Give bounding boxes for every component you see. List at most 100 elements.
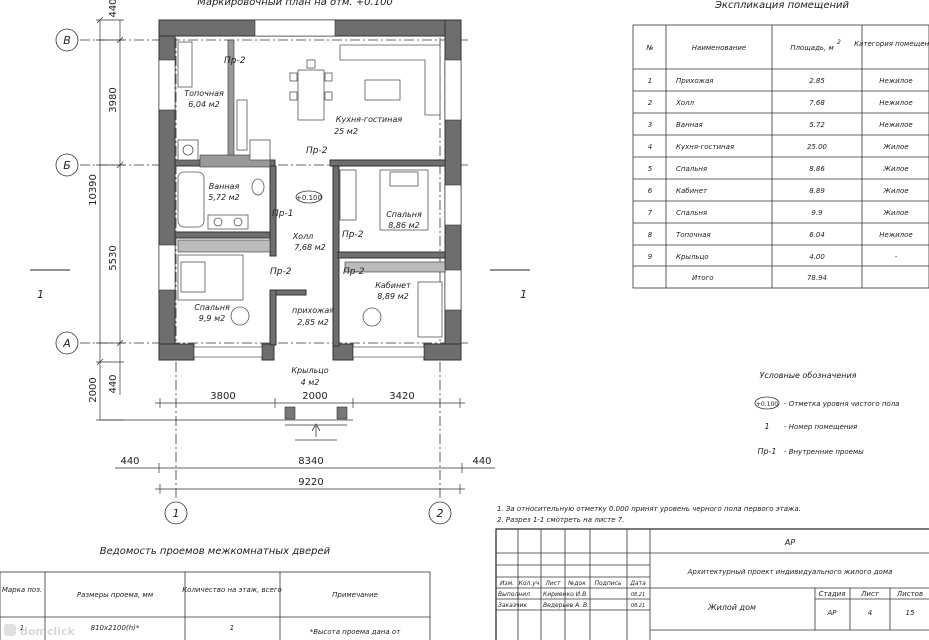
- explication-total-value: 78.94: [807, 274, 827, 282]
- room-name-hall: Холл: [292, 232, 314, 241]
- axis-label-v: В: [63, 34, 71, 47]
- stamp-header-change: Изм.: [500, 580, 514, 587]
- room-area-boiler: 6,04 м2: [188, 100, 219, 109]
- stamp-role-1: Выполнил: [498, 591, 530, 598]
- explication-cell: Кухня-гостиная: [676, 143, 734, 151]
- room-name-boiler: Топочная: [184, 89, 224, 98]
- room-area-entry: 2,85 м2: [297, 318, 328, 327]
- explication-cell: Нежилое: [879, 231, 913, 239]
- stamp-role-2: Заказчик: [498, 602, 527, 609]
- explication-header: Наименование: [692, 44, 746, 52]
- explication-cell: 4.00: [809, 253, 825, 261]
- room-name-kitchen: Кухня-гостиная: [336, 115, 403, 124]
- dim-left-10390: 10390: [88, 174, 99, 206]
- room-area-hall: 7,68 м2: [294, 243, 325, 252]
- dim-left-3980: 3980: [108, 87, 119, 112]
- room-labels: Топочная 6,04 м2 Кухня-гостиная 25 м2 Ва…: [184, 89, 422, 387]
- doors-cell-count: 1: [230, 624, 234, 632]
- doors-cell-size: 810х2100(h)*: [91, 624, 140, 632]
- legend-symbol-opening: Пр-1: [757, 447, 776, 456]
- doors-cell-note: *Высота проема дана от: [310, 628, 401, 636]
- explication-total-label: Итого: [692, 274, 714, 282]
- stamp-date-1: 08.21: [631, 592, 645, 598]
- explication-cell: Ванная: [676, 121, 703, 129]
- legend-symbol-level: +0.100: [756, 401, 778, 408]
- explication-cell: 9: [648, 253, 653, 261]
- dim-left-5530: 5530: [108, 245, 119, 270]
- room-area-bath: 5,72 м2: [208, 193, 239, 202]
- legend-text-opening: - Внутренние проемы: [784, 448, 864, 456]
- explication-table: Экспликация помещений № Наименование Пло…: [632, 0, 929, 289]
- opening-label: Пр-2: [306, 146, 328, 156]
- explication-cell: 7.68: [809, 99, 825, 107]
- explication-cell: Кабинет: [676, 187, 708, 195]
- explication-cell: Спальня: [676, 165, 707, 173]
- stamp-stage-header: Стадия: [819, 590, 846, 598]
- explication-cell: Прихожая: [676, 77, 714, 85]
- stamp-sheets-header: Листов: [896, 590, 923, 598]
- explication-cell: 1: [648, 77, 652, 85]
- doors-cell-mark: 1: [20, 624, 24, 632]
- axis-label-1: 1: [173, 507, 180, 520]
- opening-labels: Пр-2 Пр-2 Пр-1 Пр-2 Пр-2 Пр-2: [224, 56, 365, 277]
- stamp-person-2: Ведерьев А. В.: [543, 602, 589, 609]
- opening-label: Пр-1: [272, 209, 293, 219]
- dim-bottom-9220: 9220: [298, 477, 323, 488]
- level-mark: +0.100: [295, 190, 323, 204]
- walls: [158, 19, 462, 361]
- legend-title: Условные обозначения: [759, 371, 856, 380]
- stamp-header-count: Кол.уч: [519, 580, 540, 587]
- stamp-code: АР: [784, 538, 795, 547]
- explication-cell: Жилое: [882, 165, 908, 173]
- explication-cell: Жилое: [882, 209, 908, 217]
- explication-cell: 8.89: [809, 187, 825, 195]
- dim-bottom-8340: 8340: [298, 456, 323, 467]
- room-name-bath: Ванная: [209, 182, 240, 191]
- axis-markers: В Б А 1 2: [55, 28, 452, 525]
- dim-left-440-top: 440: [108, 0, 119, 18]
- doors-header-note: Примечание: [332, 591, 378, 599]
- room-area-bedroom-left: 9,9 м2: [199, 314, 225, 323]
- room-name-bedroom-right: Спальня: [386, 210, 422, 219]
- explication-cell: Топочная: [676, 231, 711, 239]
- watermark-text: domclick: [20, 625, 75, 638]
- doors-header-size: Размеры проема, мм: [77, 591, 154, 599]
- axis-label-a: А: [62, 337, 71, 350]
- explication-cell: 2.85: [809, 77, 825, 85]
- section-mark-right: 1: [520, 288, 527, 301]
- dim-bottom-2000: 2000: [302, 391, 327, 402]
- legend-text-room: - Номер помещения: [784, 423, 857, 431]
- plan-title: Маркировочный план на отм. +0.100: [197, 0, 393, 8]
- explication-cell: Жилое: [882, 143, 908, 151]
- explication-cell: -: [895, 253, 898, 261]
- stamp-sheet: 4: [868, 609, 872, 617]
- explication-cell: 25.00: [807, 143, 828, 151]
- explication-header: Категория помещения: [854, 40, 929, 48]
- doors-header-count: Количество на этаж, всего: [182, 586, 282, 594]
- title-block: АР Архитектурный проект индивидуального …: [495, 528, 929, 640]
- stamp-stage: АР: [826, 609, 837, 617]
- explication-cell: 2: [648, 99, 653, 107]
- explication-cell: Нежилое: [879, 121, 913, 129]
- opening-label: Пр-2: [343, 267, 365, 277]
- opening-label: Пр-2: [224, 56, 246, 66]
- explication-cell: 5.72: [809, 121, 825, 129]
- explication-cell: 3: [648, 121, 652, 129]
- dim-bottom-3800: 3800: [210, 391, 235, 402]
- dim-bottom-440-left: 440: [120, 456, 139, 467]
- legend-symbol-room: 1: [764, 422, 769, 431]
- legend: Условные обозначения +0.100 - Отметка ур…: [754, 371, 899, 456]
- stamp-person-1: Кириенко И.В.: [543, 591, 588, 598]
- explication-cell: 9.9: [811, 209, 823, 217]
- room-area-kitchen: 25 м2: [334, 127, 358, 136]
- explication-cell: 7: [648, 209, 653, 217]
- stamp-sheet-header: Лист: [860, 590, 880, 598]
- explication-cell: Нежилое: [879, 99, 913, 107]
- axis-grid: [80, 20, 470, 500]
- svg-text:2: 2: [837, 39, 841, 46]
- opening-label: Пр-2: [270, 267, 292, 277]
- stamp-header-sheet: Лист: [544, 580, 561, 587]
- dimensions-bottom: 3800 2000 3420 440 8340 440 9220: [100, 391, 495, 494]
- doors-header-mark: Марка поз.: [2, 586, 42, 594]
